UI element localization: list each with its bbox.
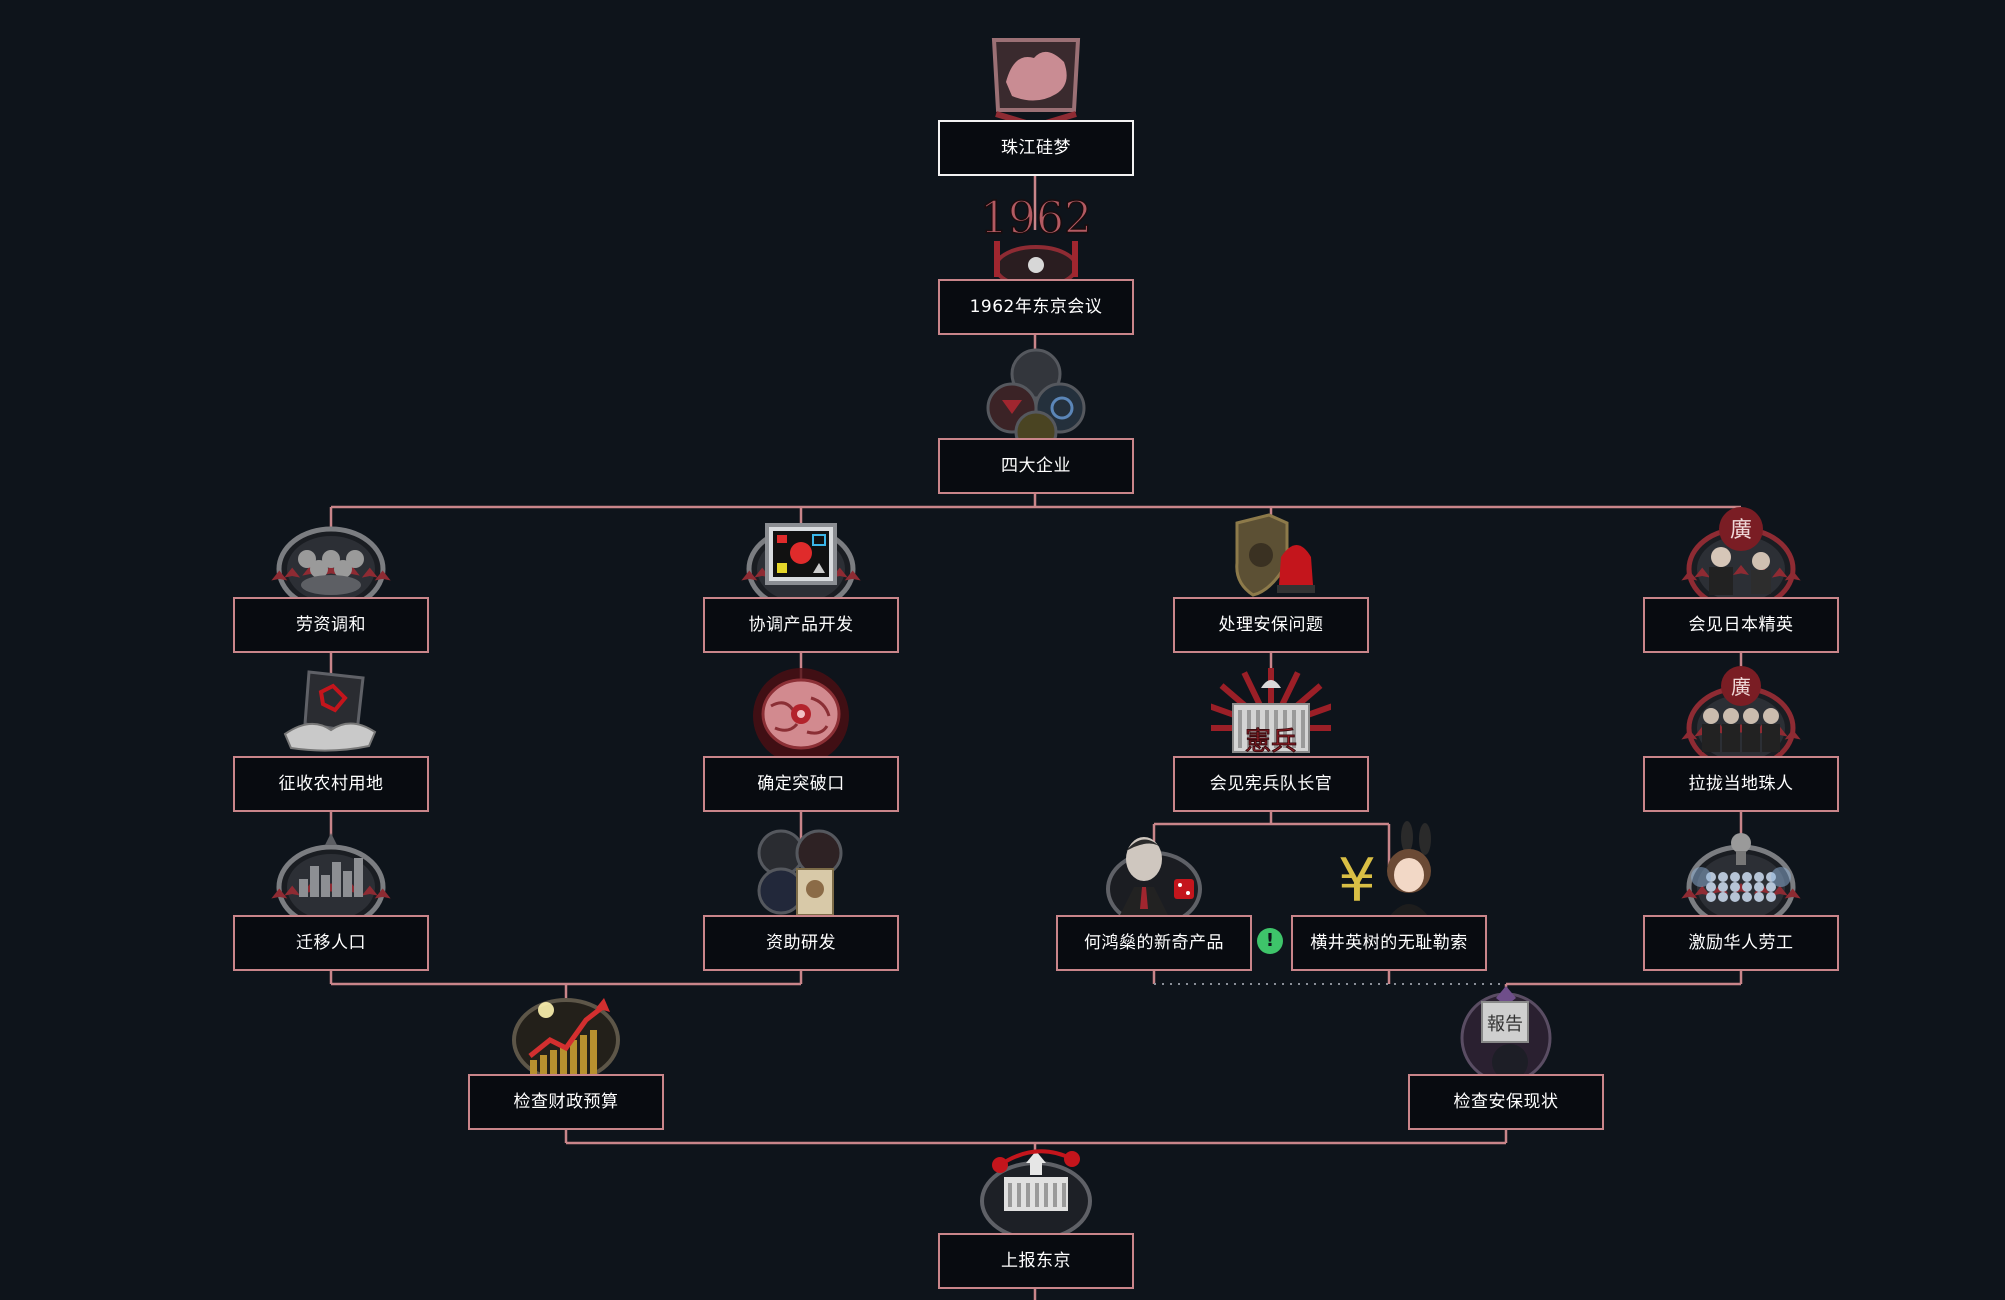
focus-label: 横井英树的无耻勒索 xyxy=(1291,915,1487,971)
focus-label: 拉拢当地珠人 xyxy=(1643,756,1839,812)
svg-text:1962: 1962 xyxy=(980,193,1092,244)
focus-label: 迁移人口 xyxy=(233,915,429,971)
focus-label: 四大企业 xyxy=(938,438,1134,494)
svg-text:報告: 報告 xyxy=(1487,1014,1523,1035)
focus-label: 何鸿燊的新奇产品 xyxy=(1056,915,1252,971)
focus-label: 会见日本精英 xyxy=(1643,597,1839,653)
focus-label: 资助研发 xyxy=(703,915,899,971)
local-group-portrait-icon: 廣 xyxy=(1681,666,1801,771)
svg-text:¥: ¥ xyxy=(1338,846,1376,916)
casino-dice-portrait-icon xyxy=(1106,837,1202,927)
diet-building-report-icon xyxy=(980,1149,1092,1241)
focus-label: 协调产品开发 xyxy=(703,597,899,653)
focus-label: 劳资调和 xyxy=(233,597,429,653)
focus-label: 征收农村用地 xyxy=(233,756,429,812)
svg-text:廣: 廣 xyxy=(1731,675,1751,699)
bunny-yen-portrait-icon: ¥ xyxy=(1338,821,1431,917)
focus-label: 激励华人劳工 xyxy=(1643,915,1839,971)
security-report-icon: 報告 xyxy=(1460,986,1552,1084)
focus-label: 检查安保现状 xyxy=(1408,1074,1604,1130)
mutually-exclusive-icon[interactable]: ! xyxy=(1257,928,1283,954)
research-funding-icon xyxy=(757,829,843,916)
focus-label: 会见宪兵队长官 xyxy=(1173,756,1369,812)
focus-label: 处理安保问题 xyxy=(1173,597,1369,653)
focus-label: 1962年东京会议 xyxy=(938,279,1134,335)
focus-label: 确定突破口 xyxy=(703,756,899,812)
brain-target-icon xyxy=(753,668,849,764)
plum-blossom-medal-icon xyxy=(991,38,1081,130)
focus-label: 上报东京 xyxy=(938,1233,1134,1289)
product-monitor-icon xyxy=(741,523,861,612)
budget-growth-chart-icon xyxy=(512,998,620,1082)
svg-text:憲兵: 憲兵 xyxy=(1245,727,1297,757)
handshake-crowd-icon xyxy=(271,526,391,612)
focus-label: 检查财政预算 xyxy=(468,1074,664,1130)
police-badge-siren-icon xyxy=(1235,513,1315,597)
svg-text:廣: 廣 xyxy=(1730,518,1752,543)
focus-label: 珠江硅梦 xyxy=(938,120,1134,176)
military-police-hall-icon: 憲兵 xyxy=(1211,668,1331,758)
land-deal-handshake-icon xyxy=(283,670,377,752)
year-1962-emblem-icon: 1962 xyxy=(979,192,1093,289)
elite-portrait-icon: 廣 xyxy=(1681,507,1801,612)
